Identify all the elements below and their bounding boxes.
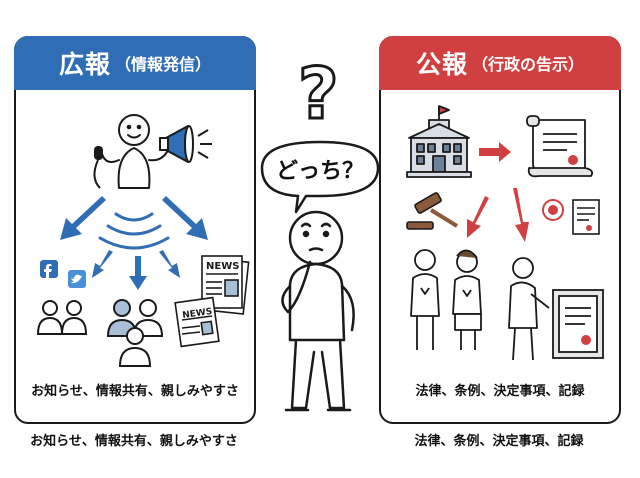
koho-caption-below: お知らせ、情報共有、親しみやすさ — [30, 434, 238, 449]
gavel-icon — [406, 192, 459, 230]
seal-document-icon — [542, 199, 600, 235]
arrow-icons — [60, 196, 208, 290]
koho-caption: お知らせ、情報共有、親しみやすさ — [31, 384, 239, 399]
koho-panel: 広報 （情報発信） — [14, 36, 256, 424]
audience-icon — [36, 300, 88, 335]
koho-official-header: 公報 （行政の告示） — [379, 36, 621, 90]
koho-official-panel: 公報 （行政の告示） — [379, 36, 621, 424]
speaker-figure — [101, 114, 169, 189]
news-label: NEWS — [206, 261, 239, 272]
koho-illustration: NEWS NEWS — [36, 114, 250, 367]
officials-figures — [410, 249, 482, 350]
koho-official-title: 公報 — [415, 50, 468, 79]
facebook-icon — [40, 260, 58, 278]
speech-bubble: どっち？ — [260, 140, 380, 214]
newspaper-icon — [174, 255, 250, 348]
scroll-icon — [526, 115, 594, 178]
certificate-icon — [552, 289, 604, 359]
arrow-icons — [467, 142, 529, 242]
koho-official-subtitle: （行政の告示） — [472, 55, 585, 74]
government-building-icon — [406, 105, 472, 178]
koho-header: 広報 （情報発信） — [14, 36, 256, 90]
microphone-icon — [93, 146, 103, 189]
audience-center-icon — [106, 299, 164, 367]
koho-subtitle: （情報発信） — [115, 55, 212, 74]
megaphone-icon — [159, 125, 212, 163]
twitter-icon — [68, 270, 86, 288]
koho-title: 広報 — [58, 50, 111, 79]
koho-official-caption: 法律、条例、決定事項、記録 — [415, 384, 585, 399]
koho-official-caption-below: 法律、条例、決定事項、記録 — [414, 434, 584, 449]
official-with-document — [508, 257, 550, 361]
sound-wave-icon — [98, 212, 170, 250]
question-mark-icon: ? — [298, 53, 339, 135]
thinking-person — [281, 210, 355, 412]
news-label-small: NEWS — [182, 307, 213, 321]
bubble-text: どっち？ — [276, 159, 364, 184]
koho-official-illustration — [406, 105, 604, 361]
